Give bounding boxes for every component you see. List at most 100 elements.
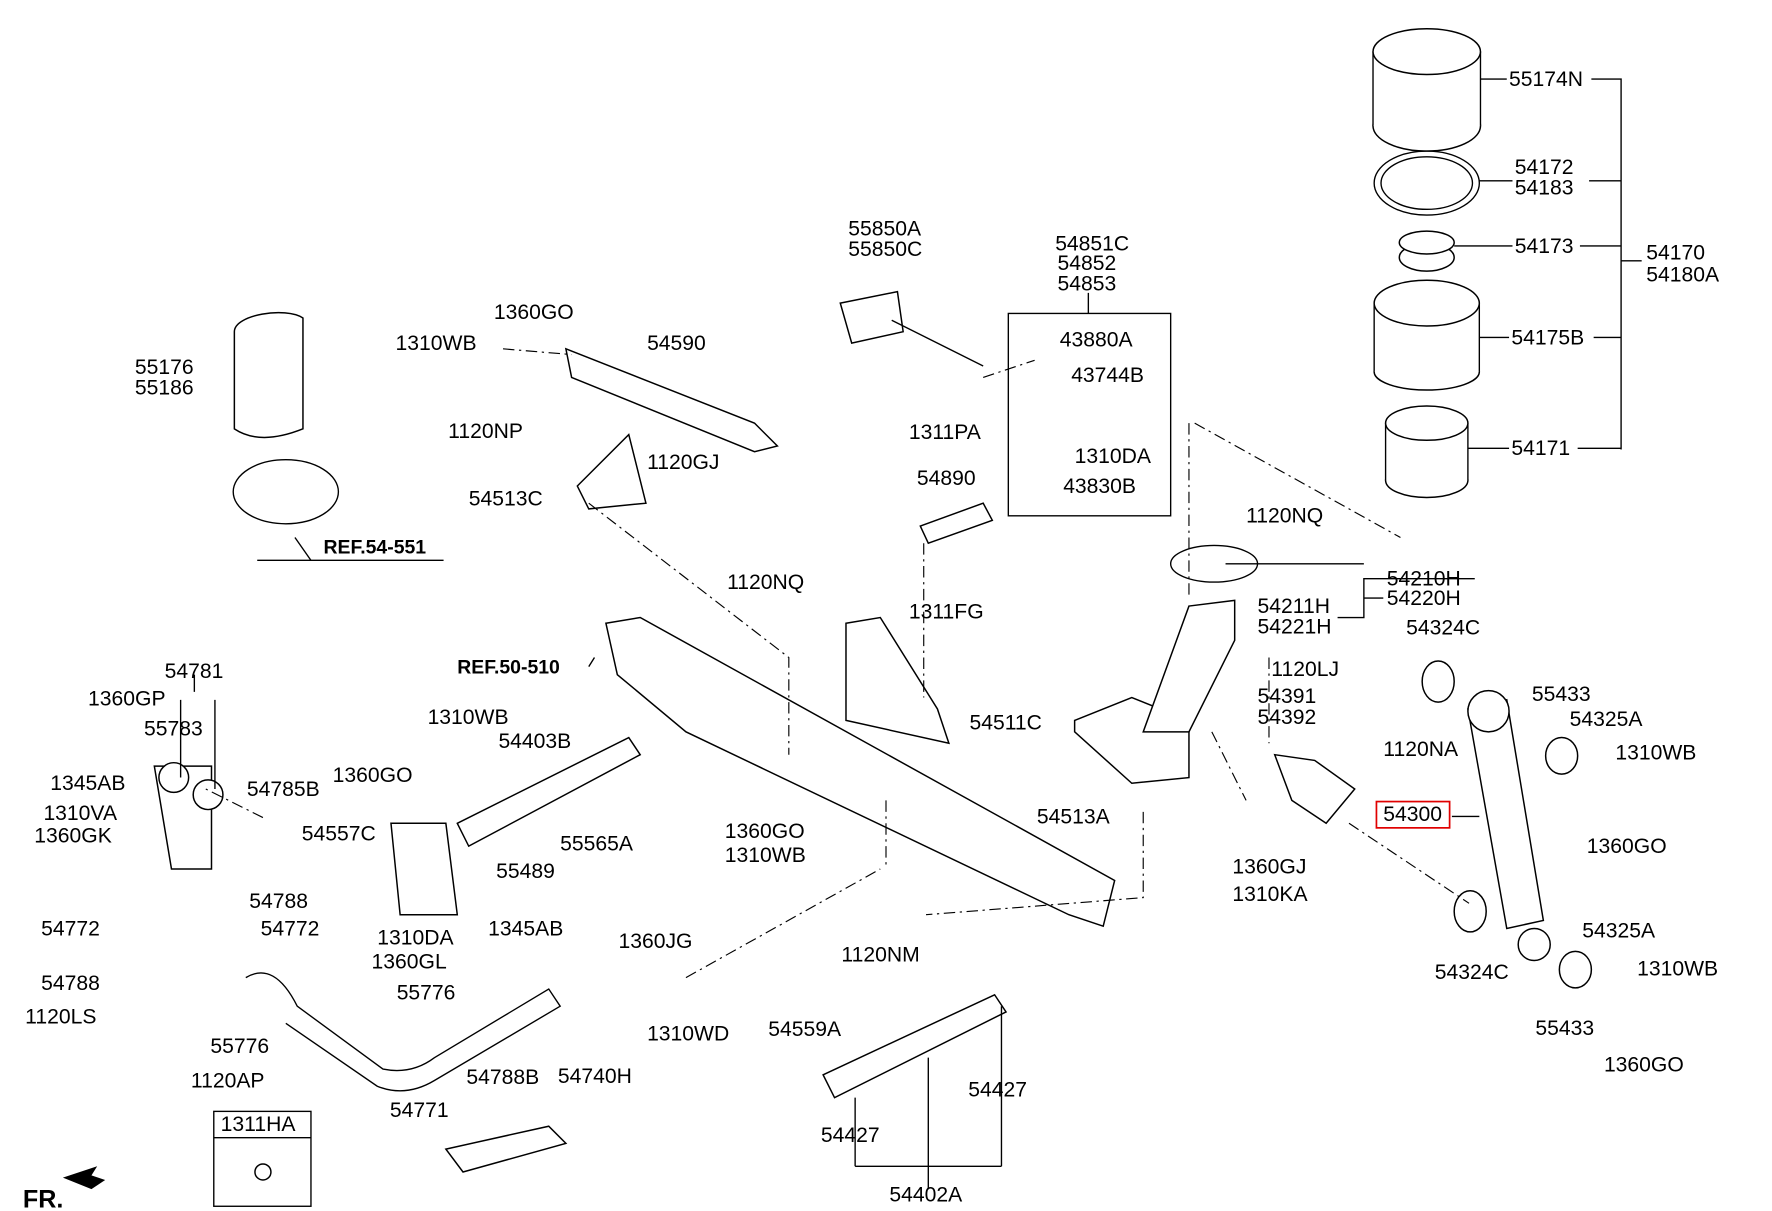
highlighted-part-box [1375, 800, 1451, 829]
front-arrow-icon [62, 1166, 106, 1190]
part-label-54183[interactable]: 54183 [1515, 177, 1574, 200]
part-label-54590[interactable]: 54590 [647, 332, 706, 355]
part-label-54513c[interactable]: 54513C [469, 487, 543, 510]
part-label-54325a[interactable]: 54325A [1570, 708, 1644, 731]
part-label-54300[interactable]: 54300 [1383, 803, 1442, 826]
part-label-1310va[interactable]: 1310VA [43, 802, 118, 825]
shock-absorber [1421, 660, 1593, 989]
part-label-54325a[interactable]: 54325A [1582, 920, 1656, 943]
part-label-54772[interactable]: 54772 [41, 917, 100, 940]
part-label-55489[interactable]: 55489 [496, 860, 555, 883]
part-label-43880a[interactable]: 43880A [1060, 329, 1134, 352]
part-label-1120np[interactable]: 1120NP [448, 420, 523, 443]
part-label-54221h[interactable]: 54221H [1258, 616, 1332, 639]
part-label-43830b[interactable]: 43830B [1063, 475, 1136, 498]
part-label-54391[interactable]: 54391 [1258, 685, 1317, 708]
part-label-54324c[interactable]: 54324C [1435, 961, 1509, 984]
part-label-54890[interactable]: 54890 [917, 467, 976, 490]
part-label-1360jg[interactable]: 1360JG [618, 930, 692, 953]
part-label-1360go[interactable]: 1360GO [333, 764, 413, 787]
part-label-1345ab[interactable]: 1345AB [50, 772, 125, 795]
part-label-55850c[interactable]: 55850C [848, 238, 922, 261]
part-label-1310da[interactable]: 1310DA [1075, 445, 1152, 468]
part-label-54772[interactable]: 54772 [261, 917, 320, 940]
part-label-1360gk[interactable]: 1360GK [34, 825, 112, 848]
part-label-1120na[interactable]: 1120NA [1383, 738, 1459, 761]
box-label: 1311HA [221, 1113, 297, 1136]
part-label-54852[interactable]: 54852 [1057, 252, 1116, 275]
part-label-1360gj[interactable]: 1360GJ [1232, 856, 1306, 879]
part-label-54427[interactable]: 54427 [968, 1079, 1027, 1102]
part-label-1120lj[interactable]: 1120LJ [1271, 658, 1339, 681]
part-label-55783[interactable]: 55783 [144, 717, 203, 740]
part-label-1360gl[interactable]: 1360GL [372, 950, 447, 973]
part-label-54403b[interactable]: 54403B [498, 730, 571, 753]
part-label-54392[interactable]: 54392 [1258, 706, 1317, 729]
part-label-54172[interactable]: 54172 [1515, 156, 1574, 179]
air-spring-assembly [1372, 27, 1642, 499]
part-label-54771[interactable]: 54771 [390, 1099, 449, 1122]
part-label-54170[interactable]: 54170 [1646, 242, 1705, 265]
part-label-1360go[interactable]: 1360GO [1587, 835, 1667, 858]
part-label-1311fg[interactable]: 1311FG [909, 601, 984, 624]
part-label-1310wb[interactable]: 1310WB [725, 844, 806, 867]
part-label-1310wd[interactable]: 1310WD [647, 1022, 729, 1045]
part-label-1310wb[interactable]: 1310WB [1637, 957, 1718, 980]
part-label-54788[interactable]: 54788 [41, 972, 100, 995]
part-label-1360go[interactable]: 1360GO [494, 301, 574, 324]
part-label-54324c[interactable]: 54324C [1406, 617, 1480, 640]
part-label-55176[interactable]: 55176 [135, 356, 194, 379]
part-label-1120nq[interactable]: 1120NQ [1246, 505, 1323, 528]
part-label-55174n[interactable]: 55174N [1509, 68, 1583, 91]
part-label-1360go[interactable]: 1360GO [1604, 1053, 1684, 1076]
part-label-54557c[interactable]: 54557C [302, 822, 376, 845]
part-label-1310ka[interactable]: 1310KA [1232, 883, 1308, 906]
part-label-1120nm[interactable]: 1120NM [841, 944, 919, 967]
part-label-54175b[interactable]: 54175B [1511, 326, 1584, 349]
part-label-55565a[interactable]: 55565A [560, 833, 634, 856]
ref-50-510-link[interactable]: REF.50-510 [457, 657, 560, 679]
part-label-54511c[interactable]: 54511C [969, 712, 1041, 735]
part-label-54402a[interactable]: 54402A [889, 1184, 963, 1207]
part-label-1310wb[interactable]: 1310WB [396, 332, 477, 355]
part-label-55776[interactable]: 55776 [397, 981, 456, 1004]
part-label-1120nq[interactable]: 1120NQ [727, 571, 804, 594]
part-label-54788[interactable]: 54788 [249, 890, 308, 913]
part-label-54740h[interactable]: 54740H [558, 1065, 632, 1088]
part-label-54427[interactable]: 54427 [821, 1124, 880, 1147]
part-label-1310wb[interactable]: 1310WB [1615, 741, 1696, 764]
part-label-55850a[interactable]: 55850A [848, 218, 922, 241]
part-label-1120ap[interactable]: 1120AP [191, 1069, 265, 1092]
part-label-1360go[interactable]: 1360GO [725, 820, 805, 843]
part-label-54220h[interactable]: 54220H [1387, 587, 1461, 610]
part-label-43744b[interactable]: 43744B [1071, 364, 1144, 387]
part-label-55186[interactable]: 55186 [135, 377, 194, 400]
front-direction-label: FR. [23, 1185, 64, 1211]
part-label-54173[interactable]: 54173 [1515, 235, 1574, 258]
part-label-55433[interactable]: 55433 [1532, 683, 1591, 706]
part-label-54210h[interactable]: 54210H [1387, 567, 1461, 590]
part-label-54853[interactable]: 54853 [1057, 273, 1116, 296]
part-label-1345ab[interactable]: 1345AB [488, 917, 563, 940]
part-label-1120gj[interactable]: 1120GJ [647, 451, 719, 474]
part-label-55776[interactable]: 55776 [210, 1035, 269, 1058]
part-label-1360gp[interactable]: 1360GP [88, 688, 166, 711]
part-label-1310da[interactable]: 1310DA [377, 926, 454, 949]
ref-54-551-link[interactable]: REF.54-551 [324, 536, 427, 558]
part-label-54559a[interactable]: 54559A [768, 1018, 842, 1041]
part-label-54788b[interactable]: 54788B [466, 1066, 539, 1089]
part-label-54180a[interactable]: 54180A [1646, 263, 1720, 286]
part-label-54851c[interactable]: 54851C [1055, 233, 1129, 256]
part-label-54781[interactable]: 54781 [165, 660, 224, 683]
part-label-1311pa[interactable]: 1311PA [909, 421, 982, 444]
part-label-1310wb[interactable]: 1310WB [428, 706, 509, 729]
part-label-54171[interactable]: 54171 [1511, 437, 1570, 460]
part-label-54513a[interactable]: 54513A [1037, 805, 1111, 828]
part-label-55433[interactable]: 55433 [1535, 1017, 1594, 1040]
part-label-1120ls[interactable]: 1120LS [25, 1005, 96, 1028]
axle-frame [153, 290, 1356, 1173]
part-label-54785b[interactable]: 54785B [247, 778, 320, 801]
part-label-54211h[interactable]: 54211H [1258, 595, 1330, 618]
